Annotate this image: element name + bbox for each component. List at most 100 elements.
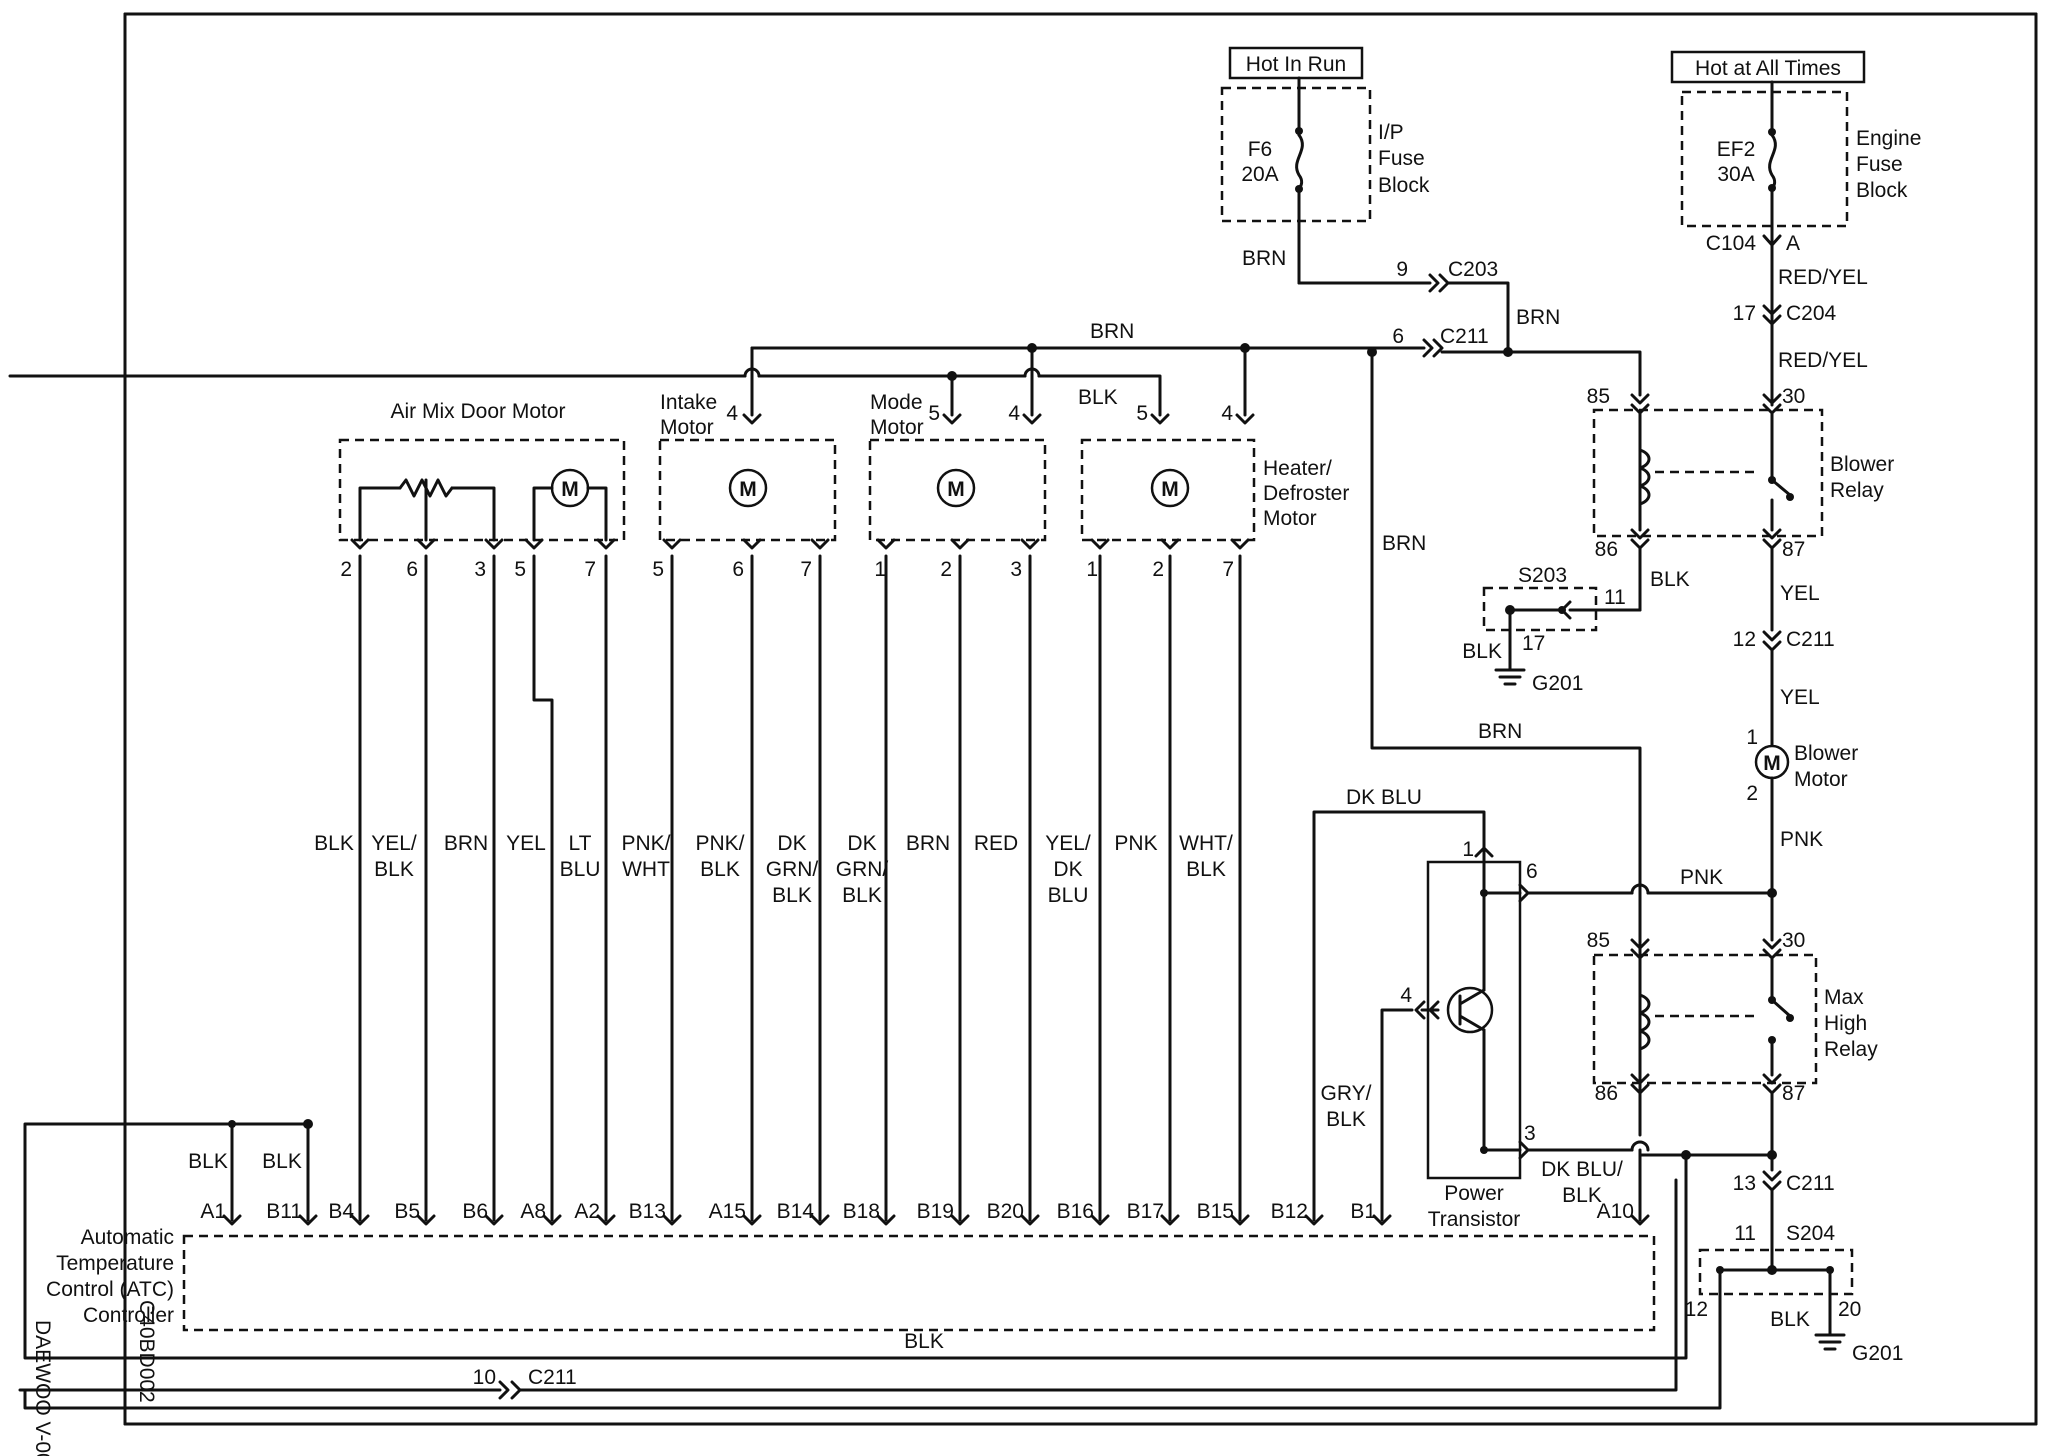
svg-text:87: 87 bbox=[1782, 538, 1805, 561]
atc-pin-marker bbox=[742, 1214, 762, 1226]
engine-fuse-block: Hot at All Times EF2 30A Engine Fuse Blo… bbox=[1670, 50, 1921, 407]
svg-text:BLK: BLK bbox=[1562, 1184, 1602, 1207]
svg-text:4: 4 bbox=[1008, 402, 1020, 425]
svg-text:G201: G201 bbox=[1532, 672, 1583, 695]
blower-relay-label-2: Relay bbox=[1830, 479, 1884, 502]
mode-motor-icon bbox=[936, 468, 976, 508]
svg-text:17: 17 bbox=[1522, 632, 1545, 655]
svg-text:3: 3 bbox=[1524, 1122, 1536, 1145]
svg-text:5: 5 bbox=[1136, 402, 1148, 425]
atc-pin-label: B19 bbox=[917, 1200, 954, 1223]
harness-labels: BLK YEL/ BLK BRN YEL LT BLU PNK/ WHT PNK… bbox=[188, 832, 1233, 1173]
svg-text:6: 6 bbox=[732, 558, 744, 581]
svg-text:YEL: YEL bbox=[1780, 686, 1820, 709]
wire-brn-f6: BRN bbox=[1242, 247, 1286, 270]
svg-text:Transistor: Transistor bbox=[1428, 1208, 1521, 1231]
c203-pin: 9 bbox=[1396, 258, 1408, 281]
hot-at-all-times-label: Hot at All Times bbox=[1695, 57, 1841, 80]
svg-text:BLK: BLK bbox=[262, 1150, 302, 1173]
svg-text:13: 13 bbox=[1733, 1172, 1756, 1195]
svg-text:PNK: PNK bbox=[1680, 866, 1723, 889]
svg-text:YEL/: YEL/ bbox=[1045, 832, 1091, 855]
svg-text:DK: DK bbox=[847, 832, 876, 855]
air-mix-label: Air Mix Door Motor bbox=[390, 400, 565, 423]
blower-motor-circuit: YEL 12 C211 YEL M 1 2 Blower Motor PNK bbox=[1733, 546, 1858, 942]
heater-label-1: Heater/ bbox=[1263, 457, 1332, 480]
atc-pin-marker bbox=[810, 1214, 830, 1226]
svg-text:BLK: BLK bbox=[1650, 568, 1690, 591]
svg-text:3: 3 bbox=[474, 558, 486, 581]
atc-pin-label: B14 bbox=[777, 1200, 815, 1223]
mode-label-2: Motor bbox=[870, 416, 924, 439]
svg-text:C211: C211 bbox=[528, 1366, 577, 1389]
wire-brn-c203: BRN bbox=[1516, 306, 1560, 329]
atc-pin-label: B18 bbox=[843, 1200, 880, 1223]
atc-pin-marker bbox=[950, 1214, 970, 1226]
page-frame bbox=[123, 12, 2038, 1426]
svg-text:BLK: BLK bbox=[1462, 640, 1502, 663]
svg-text:7: 7 bbox=[584, 558, 596, 581]
svg-text:5: 5 bbox=[652, 558, 664, 581]
svg-text:2: 2 bbox=[940, 558, 952, 581]
atc-pin-label: A2 bbox=[574, 1200, 600, 1223]
svg-text:S204: S204 bbox=[1786, 1222, 1835, 1245]
svg-text:5: 5 bbox=[928, 402, 940, 425]
atc-pin-marker bbox=[1020, 1214, 1040, 1226]
wire-red-yel-2: RED/YEL bbox=[1778, 349, 1868, 372]
hot-in-run-label: Hot In Run bbox=[1246, 53, 1346, 76]
atc-pin-label: A10 bbox=[1597, 1200, 1634, 1223]
c211-a-label: C211 bbox=[1440, 325, 1489, 348]
svg-text:YEL: YEL bbox=[1780, 582, 1820, 605]
atc-pin-label: A8 bbox=[520, 1200, 546, 1223]
intake-motor-icon bbox=[728, 468, 768, 508]
svg-text:BLU: BLU bbox=[1048, 884, 1089, 907]
atc-pin-marker bbox=[1630, 1214, 1650, 1226]
hot-at-all-times-box bbox=[1670, 50, 1866, 84]
svg-text:BLK: BLK bbox=[772, 884, 812, 907]
atc-pin-label: B4 bbox=[328, 1200, 354, 1223]
power-transistor-outline bbox=[1426, 860, 1522, 1180]
svg-text:11: 11 bbox=[1604, 586, 1626, 609]
atc-pin-label: B12 bbox=[1271, 1200, 1308, 1223]
c203-label: C203 bbox=[1448, 258, 1498, 281]
svg-text:PNK/: PNK/ bbox=[695, 832, 744, 855]
splice-s203: S203 11 17 BLK G201 bbox=[1462, 564, 1642, 695]
svg-text:1: 1 bbox=[1462, 838, 1474, 861]
svg-text:12: 12 bbox=[1685, 1298, 1708, 1321]
svg-text:10: 10 bbox=[473, 1366, 496, 1389]
svg-text:BLK: BLK bbox=[314, 832, 354, 855]
svg-text:WHT: WHT bbox=[622, 858, 670, 881]
power-transistor: DK BLU 1 6 PNK 3 4 GRY/ BLK Power Transi… bbox=[1312, 786, 1774, 1231]
svg-text:6: 6 bbox=[1526, 860, 1538, 883]
svg-text:Motor: Motor bbox=[1794, 768, 1848, 791]
atc-pin-label: B11 bbox=[266, 1200, 302, 1223]
atc-pin-marker bbox=[1230, 1214, 1250, 1226]
svg-text:1: 1 bbox=[874, 558, 886, 581]
svg-text:Power: Power bbox=[1444, 1182, 1504, 1205]
svg-text:M: M bbox=[739, 478, 757, 501]
harness-wires bbox=[23, 554, 1688, 1360]
atc-pin-marker bbox=[350, 1214, 370, 1226]
svg-text:S203: S203 bbox=[1518, 564, 1567, 587]
c104-pin: A bbox=[1786, 232, 1800, 255]
svg-text:G201: G201 bbox=[1852, 1342, 1903, 1365]
svg-text:Relay: Relay bbox=[1824, 1038, 1878, 1061]
side-code: DAEWOO V-00-BLK bbox=[31, 1320, 54, 1456]
intake-motor: Intake Motor 4 M 5 6 7 bbox=[652, 391, 837, 581]
intake-label-2: Motor bbox=[660, 416, 714, 439]
svg-text:C211: C211 bbox=[1786, 628, 1835, 651]
heater-label-2: Defroster bbox=[1263, 482, 1349, 505]
svg-text:PNK: PNK bbox=[1114, 832, 1157, 855]
svg-text:BLK: BLK bbox=[700, 858, 740, 881]
svg-text:GRY/: GRY/ bbox=[1321, 1082, 1372, 1105]
atc-pin-label: B20 bbox=[987, 1200, 1024, 1223]
svg-text:BLK: BLK bbox=[904, 1330, 944, 1353]
svg-text:85: 85 bbox=[1587, 385, 1610, 408]
svg-text:1: 1 bbox=[1086, 558, 1098, 581]
svg-text:BRN: BRN bbox=[444, 832, 488, 855]
svg-text:M: M bbox=[561, 478, 579, 501]
c204-label: C204 bbox=[1786, 302, 1837, 325]
engine-fuse-block-outline bbox=[1680, 90, 1849, 228]
svg-text:7: 7 bbox=[800, 558, 812, 581]
